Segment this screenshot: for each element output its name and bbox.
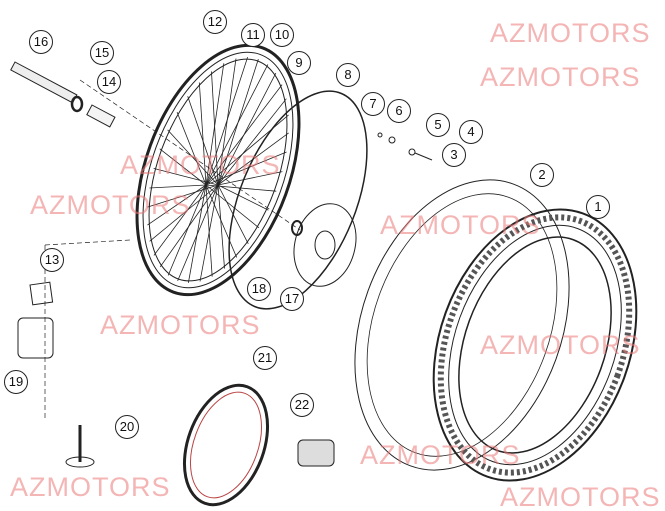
watermark: AZMOTORS	[360, 440, 521, 470]
spoke	[153, 184, 207, 256]
watermark: AZMOTORS	[100, 310, 261, 340]
watermark: AZMOTORS	[380, 210, 541, 240]
watermark: AZMOTORS	[120, 150, 281, 180]
part-callout-11: 11	[241, 23, 265, 47]
front-wheel-spokes	[147, 56, 289, 283]
spoke	[217, 184, 225, 269]
spoke	[205, 64, 269, 186]
sticker	[29, 281, 54, 306]
spoke	[199, 184, 219, 282]
watermark: AZMOTORS	[480, 62, 641, 92]
part-callout-9: 9	[287, 51, 311, 75]
part-callout-20: 20	[115, 415, 139, 439]
watermark: AZMOTORS	[490, 18, 651, 48]
spoke	[205, 56, 249, 186]
part-callout-16: 16	[29, 30, 53, 54]
spoke	[217, 184, 269, 211]
watermark: AZMOTORS	[30, 190, 191, 220]
inner-tube	[354, 179, 570, 471]
spoke	[217, 171, 283, 186]
spoke	[205, 184, 238, 258]
part-callout-21: 21	[253, 346, 277, 370]
axis-lines	[44, 79, 301, 420]
spoke	[217, 98, 287, 186]
spoke	[177, 184, 219, 282]
watermark: AZMOTORS	[500, 482, 661, 511]
spoke	[176, 112, 207, 186]
wheel-assembly	[182, 383, 270, 507]
watermark: AZMOTORS	[480, 330, 641, 360]
spoke	[159, 148, 207, 186]
spoke	[167, 129, 219, 186]
spoke	[159, 184, 219, 268]
spoke	[205, 63, 225, 186]
part-callout-10: 10	[270, 23, 294, 47]
watermark: AZMOTORS	[10, 472, 171, 502]
part-callout-17: 17	[280, 287, 304, 311]
part-callout-19: 19	[4, 370, 28, 394]
part-callout-14: 14	[97, 70, 121, 94]
spoke	[149, 184, 207, 189]
hub	[297, 439, 335, 467]
bearing	[291, 220, 303, 236]
speed-sensor	[17, 317, 54, 359]
part-callout-2: 2	[530, 163, 554, 187]
part-callout-4: 4	[459, 120, 483, 144]
part-callout-7: 7	[361, 92, 385, 116]
spoke	[198, 82, 207, 186]
spoke	[149, 184, 219, 242]
seal	[70, 95, 84, 113]
part-callout-18: 18	[247, 277, 271, 301]
spoke	[205, 114, 289, 186]
spoke	[211, 71, 219, 186]
spoke	[147, 184, 219, 208]
part-callout-15: 15	[90, 41, 114, 65]
tire	[432, 208, 638, 482]
part-callout-13: 13	[40, 248, 64, 272]
spacer	[86, 104, 116, 128]
part-callout-1: 1	[586, 195, 610, 219]
rim-band	[228, 90, 368, 310]
axle	[10, 61, 78, 104]
part-callout-22: 22	[290, 393, 314, 417]
part-callout-6: 6	[387, 99, 411, 123]
spoke	[205, 151, 287, 186]
part-callout-8: 8	[336, 63, 360, 87]
part-callout-3: 3	[442, 143, 466, 167]
brake-disc	[293, 203, 357, 287]
part-callout-12: 12	[203, 10, 227, 34]
spoke	[205, 84, 283, 186]
part-callout-5: 5	[426, 113, 450, 137]
